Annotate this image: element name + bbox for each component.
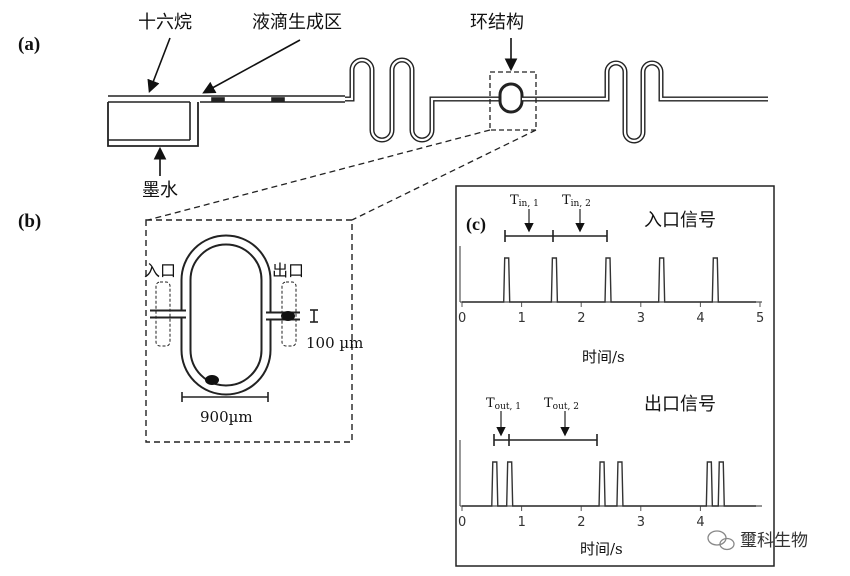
panel-c-label: (c) — [466, 214, 486, 235]
label-droplet-zone: 液滴生成区 — [252, 12, 342, 33]
x-tick-label: 2 — [577, 311, 585, 326]
plot-outlet-title: 出口信号 — [644, 394, 716, 415]
x-tick-label: 4 — [696, 311, 704, 326]
plot-inlet-signal-line — [462, 257, 756, 303]
x-tick-label: 1 — [518, 311, 526, 326]
ring-detail-box — [145, 219, 353, 443]
arrow-hexadecane — [147, 37, 171, 93]
ring-detail — [150, 234, 318, 402]
ring-zoom-box — [489, 71, 537, 131]
x-tick-label: 3 — [637, 311, 645, 326]
arrow-droplet-zone — [202, 39, 301, 94]
label-hexadecane: 十六烷 — [138, 12, 192, 33]
panel-b-label: (b) — [18, 211, 41, 232]
x-tick-label: 4 — [696, 515, 704, 530]
plot-outlet-t1: Tout, 1 — [486, 396, 521, 412]
channel-device — [107, 57, 768, 147]
plot-outlet-signal-line — [462, 461, 756, 507]
plot-inlet: 入口信号 0 1 2 3 4 5 时间/s Tin, 1 Tin, 2 — [458, 193, 764, 366]
watermark: 璽科生物 — [707, 530, 808, 551]
zoom-line-left — [147, 129, 491, 221]
signal-panel-frame — [455, 185, 775, 567]
x-tick-label: 1 — [518, 515, 526, 530]
plot-inlet-xlabel: 时间/s — [582, 348, 625, 366]
plot-outlet-t2: Tout, 2 — [544, 396, 579, 412]
label-ink: 墨水 — [142, 180, 178, 201]
plot-inlet-title: 入口信号 — [644, 210, 716, 231]
label-length: 900µm — [200, 408, 253, 426]
label-inlet: 入口 — [144, 261, 176, 280]
plot-outlet-xlabel: 时间/s — [580, 540, 623, 558]
zoom-line-right — [351, 129, 537, 221]
x-tick-label: 5 — [756, 311, 764, 326]
x-tick-label: 0 — [458, 515, 466, 530]
plot-outlet: 出口信号 0 1 2 3 4 时间/s Tout, 1 Tout, 2 — [458, 394, 762, 558]
watermark-text: 璽科生物 — [740, 531, 808, 551]
label-outlet: 出口 — [272, 261, 304, 280]
label-ring: 环结构 — [470, 12, 524, 33]
label-width: 100 µm — [306, 334, 363, 352]
plot-inlet-t1: Tin, 1 — [510, 193, 539, 209]
x-tick-label: 2 — [577, 515, 585, 530]
wechat-icon — [707, 530, 735, 551]
panel-a-label: (a) — [18, 34, 40, 55]
x-tick-label: 0 — [458, 311, 466, 326]
x-tick-label: 3 — [637, 515, 645, 530]
plot-inlet-t2: Tin, 2 — [562, 193, 591, 209]
